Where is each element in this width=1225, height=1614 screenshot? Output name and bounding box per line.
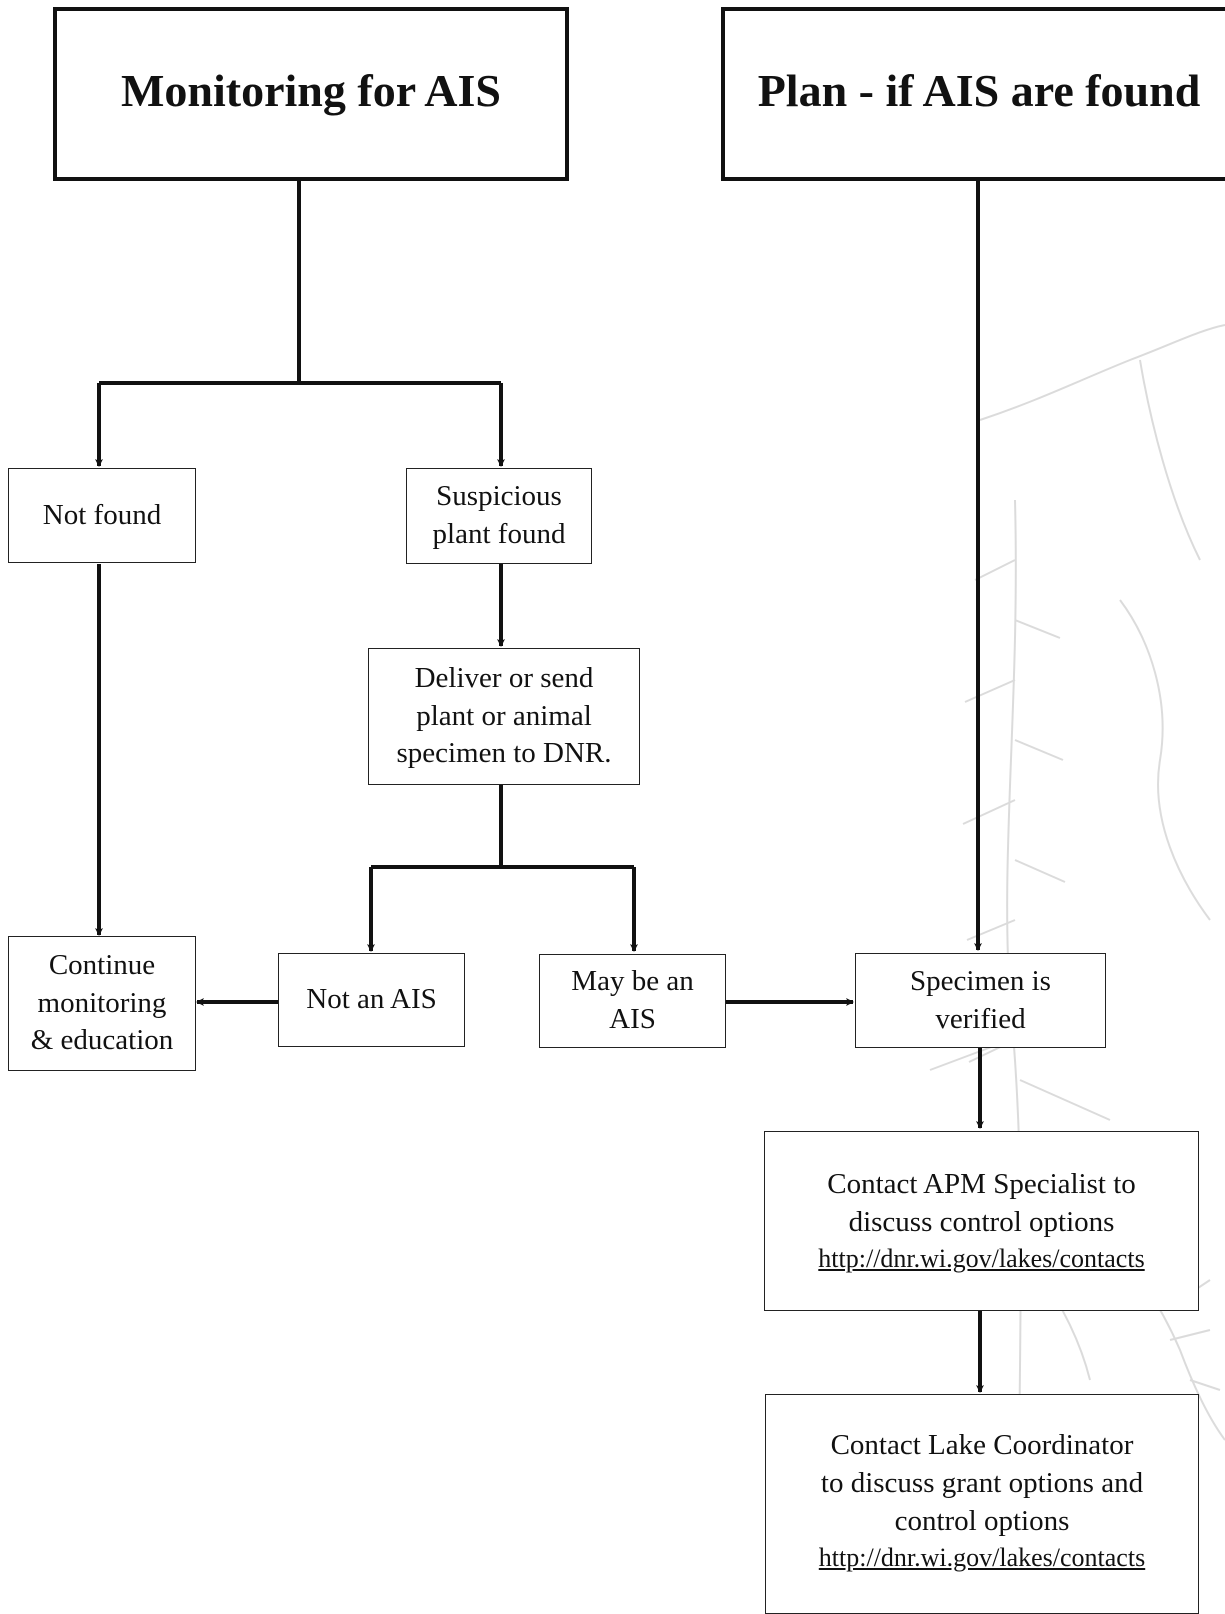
plan-header-title: Plan - if AIS are found — [757, 65, 1201, 116]
plan-header: Plan - if AIS are found — [721, 7, 1225, 181]
contact-lake-coordinator-box: Contact Lake Coordinator to discuss gran… — [765, 1394, 1199, 1614]
connectors — [95, 178, 984, 1393]
monitoring-header-title: Monitoring for AIS — [121, 65, 501, 116]
deliver-line-3: specimen to DNR. — [396, 737, 612, 770]
not-found-label: Not found — [42, 498, 162, 531]
suspicious-line-2: plant found — [432, 518, 566, 550]
not-found-box: Not found — [8, 468, 196, 563]
specimen-verified-box: Specimen is verified — [855, 953, 1106, 1048]
contact-apm-line-1: Contact APM Specialist to — [827, 1167, 1136, 1200]
contact-lake-line-3: control options — [894, 1504, 1070, 1537]
suspicious-plant-box: Suspicious plant found — [406, 468, 592, 564]
verified-line-2: verified — [935, 1002, 1026, 1035]
contact-lake-line-2: to discuss grant options and — [820, 1466, 1144, 1499]
contact-apm-box: Contact APM Specialist to discuss contro… — [764, 1131, 1199, 1311]
contact-apm-line-2: discuss control options — [848, 1205, 1115, 1238]
deliver-specimen-box: Deliver or send plant or animal specimen… — [368, 648, 640, 785]
contact-lake-line-1: Contact Lake Coordinator — [830, 1429, 1134, 1461]
continue-monitoring-box: Continue monitoring & education — [8, 936, 196, 1071]
may-be-ais-line-2: AIS — [609, 1003, 656, 1035]
contact-apm-link[interactable]: http://dnr.wi.gov/lakes/contacts — [818, 1243, 1145, 1273]
may-be-ais-box: May be an AIS — [539, 954, 726, 1048]
verified-line-1: Specimen is — [910, 964, 1051, 997]
deliver-line-2: plant or animal — [416, 699, 592, 732]
suspicious-line-1: Suspicious — [436, 480, 562, 513]
continue-line-3: & education — [30, 1024, 174, 1057]
not-an-ais-label: Not an AIS — [306, 983, 437, 1015]
deliver-line-1: Deliver or send — [414, 661, 594, 694]
continue-line-1: Continue — [48, 948, 156, 981]
monitoring-header: Monitoring for AIS — [53, 7, 569, 181]
not-an-ais-box: Not an AIS — [278, 953, 465, 1047]
may-be-ais-line-1: May be an — [571, 965, 694, 998]
continue-line-2: monitoring — [37, 986, 167, 1019]
contact-lake-link[interactable]: http://dnr.wi.gov/lakes/contacts — [818, 1542, 1146, 1572]
